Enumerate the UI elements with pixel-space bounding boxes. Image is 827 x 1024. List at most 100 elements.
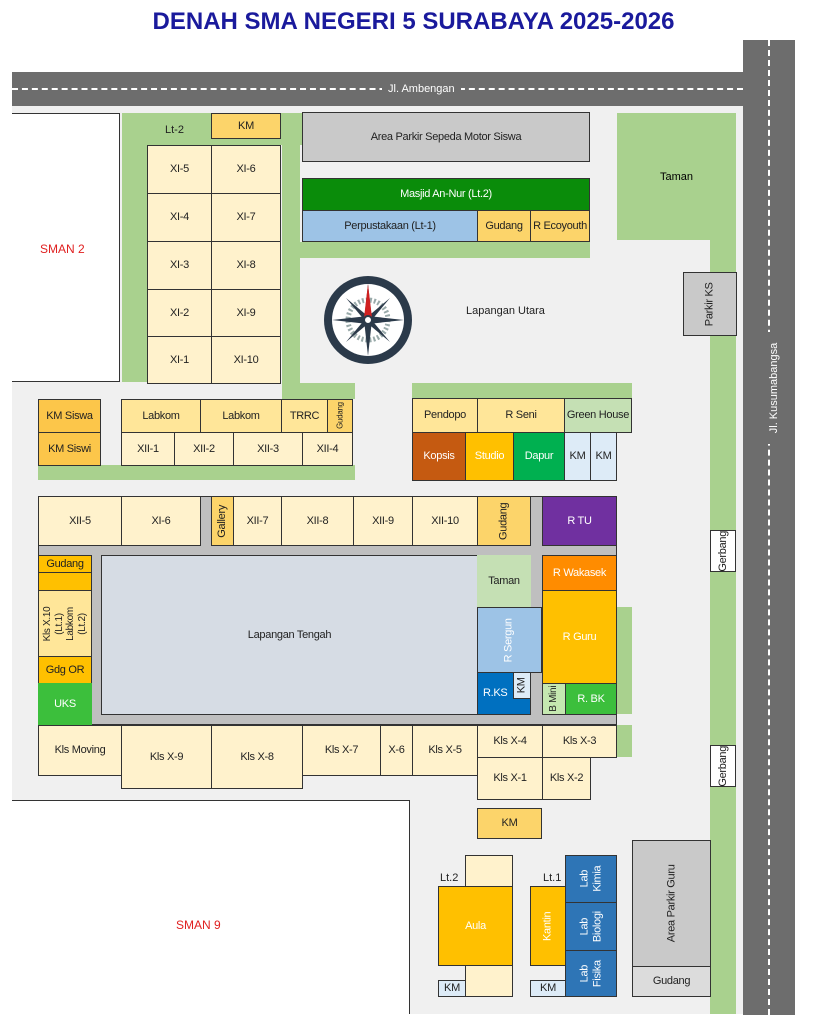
km-kantin[interactable]: KM [530, 980, 566, 997]
parkir-motor-siswa[interactable]: Area Parkir Sepeda Motor Siswa [302, 112, 590, 162]
class-xi-6-south[interactable]: XI-6 [121, 496, 201, 546]
storage-blank [38, 572, 92, 591]
class-xi-9[interactable]: XI-9 [211, 289, 281, 337]
km-east-2[interactable]: KM [590, 432, 617, 481]
km-east-1[interactable]: KM [564, 432, 591, 481]
taman-tengah[interactable]: Taman [477, 555, 531, 608]
r-sergun[interactable]: R Sergun [477, 607, 542, 673]
labkom-2[interactable]: Labkom [200, 399, 282, 433]
class-xii-1[interactable]: XII-1 [121, 432, 175, 466]
class-xi-4[interactable]: XI-4 [147, 193, 212, 242]
road-ambengan-label: Jl. Ambengan [382, 83, 461, 95]
kls-moving[interactable]: Kls Moving [38, 725, 122, 776]
km-ks[interactable]: KM [513, 672, 531, 699]
gdg-or[interactable]: Gdg OR [38, 656, 92, 684]
class-xi-7[interactable]: XI-7 [211, 193, 281, 242]
gudang-labkom[interactable]: Gudang [327, 399, 353, 433]
class-xii-2[interactable]: XII-2 [174, 432, 234, 466]
lapangan-tengah[interactable]: Lapangan Tengah [101, 555, 478, 715]
road-kusumabangsa-label: Jl. Kusumabangsa [768, 332, 780, 444]
class-x-4[interactable]: Kls X-4 [477, 725, 543, 758]
km-siswi[interactable]: KM Siswi [38, 432, 101, 466]
taman-north: Taman [617, 113, 736, 240]
class-x-1[interactable]: Kls X-1 [477, 757, 543, 800]
compass-icon [324, 276, 412, 364]
lab-biologi[interactable]: Lab Biologi [565, 902, 617, 951]
area-parkir-guru[interactable]: Area Parkir Guru [632, 840, 711, 967]
kls-x10-labkom[interactable]: Kls X.10 (Lt.1) Labkom (Lt.2) [38, 590, 92, 657]
class-x-5[interactable]: Kls X-5 [412, 725, 478, 776]
class-xii-7[interactable]: XII-7 [233, 496, 282, 546]
gerbang-1[interactable]: Gerbang [710, 530, 736, 572]
gudang-mid[interactable]: Gudang [477, 496, 531, 546]
lt2-aula-label: Lt.2 [440, 872, 459, 884]
masjid[interactable]: Masjid An-Nur (Lt.2) [302, 178, 590, 211]
grass [282, 383, 355, 399]
class-x-2[interactable]: Kls X-2 [542, 757, 591, 800]
r-guru[interactable]: R Guru [542, 590, 617, 684]
lt1-kantin-label: Lt.1 [543, 872, 562, 884]
studio[interactable]: Studio [465, 432, 514, 481]
grass [617, 607, 632, 714]
class-x-3[interactable]: Kls X-3 [542, 725, 617, 758]
perpustakaan[interactable]: Perpustakaan (Lt-1) [302, 210, 478, 242]
sman2-area [12, 113, 120, 382]
kantin[interactable]: Kantin [530, 886, 566, 966]
class-x-8[interactable]: Kls X-8 [211, 725, 303, 789]
class-xii-9[interactable]: XII-9 [353, 496, 413, 546]
r-seni[interactable]: R Seni [477, 398, 565, 433]
class-xi-3[interactable]: XI-3 [147, 241, 212, 290]
road-centerline [768, 40, 770, 1015]
km-north[interactable]: KM [211, 113, 281, 139]
grass [412, 383, 632, 398]
grass [38, 465, 355, 480]
r-tu[interactable]: R TU [542, 496, 617, 546]
class-xii-4[interactable]: XII-4 [302, 432, 353, 466]
class-xi-6[interactable]: XI-6 [211, 145, 281, 194]
class-xii-5[interactable]: XII-5 [38, 496, 122, 546]
road-centerline [12, 88, 743, 90]
r-wakasek[interactable]: R Wakasek [542, 555, 617, 591]
class-xii-10[interactable]: XII-10 [412, 496, 478, 546]
grass [710, 240, 736, 1014]
class-xi-10[interactable]: XI-10 [211, 336, 281, 384]
gudang-west[interactable]: Gudang [38, 555, 92, 573]
grass [282, 145, 300, 398]
trrc[interactable]: TRRC [281, 399, 328, 433]
gallery[interactable]: Gallery [211, 496, 234, 546]
class-xii-3[interactable]: XII-3 [233, 432, 303, 466]
gudang-north[interactable]: Gudang [477, 210, 531, 242]
dapur[interactable]: Dapur [513, 432, 565, 481]
uks[interactable]: UKS [38, 683, 92, 725]
pendopo[interactable]: Pendopo [412, 398, 478, 433]
map-title: DENAH SMA NEGERI 5 SURABAYA 2025-2026 [152, 8, 675, 35]
class-x-6[interactable]: X-6 [380, 725, 413, 776]
km-siswa[interactable]: KM Siswa [38, 399, 101, 433]
r-bk[interactable]: R. BK [565, 683, 617, 715]
gudang-south[interactable]: Gudang [632, 966, 711, 997]
lab-fisika[interactable]: Lab Fisika [565, 950, 617, 997]
class-xii-8[interactable]: XII-8 [281, 496, 354, 546]
class-xi-8[interactable]: XI-8 [211, 241, 281, 290]
gerbang-2[interactable]: Gerbang [710, 745, 736, 787]
km-south[interactable]: KM [477, 808, 542, 839]
sman9-area [12, 800, 410, 1014]
class-x-9[interactable]: Kls X-9 [121, 725, 212, 789]
green-house[interactable]: Green House [564, 398, 632, 433]
lab-kimia[interactable]: Lab Kimia [565, 855, 617, 903]
class-xi-2[interactable]: XI-2 [147, 289, 212, 337]
km-aula[interactable]: KM [438, 980, 466, 997]
grass [300, 242, 590, 258]
parkir-ks[interactable]: Parkir KS [683, 272, 737, 336]
grass [617, 725, 632, 757]
lapangan-utara-label: Lapangan Utara [466, 305, 545, 317]
aula[interactable]: Aula [438, 886, 513, 966]
r-ecoyouth[interactable]: R Ecoyouth [530, 210, 590, 242]
labkom-1[interactable]: Labkom [121, 399, 201, 433]
b-mini[interactable]: B Mini [542, 683, 566, 715]
class-xi-5[interactable]: XI-5 [147, 145, 212, 194]
kopsis[interactable]: Kopsis [412, 432, 466, 481]
grass [122, 113, 147, 382]
class-xi-1[interactable]: XI-1 [147, 336, 212, 384]
class-x-7[interactable]: Kls X-7 [302, 725, 381, 776]
